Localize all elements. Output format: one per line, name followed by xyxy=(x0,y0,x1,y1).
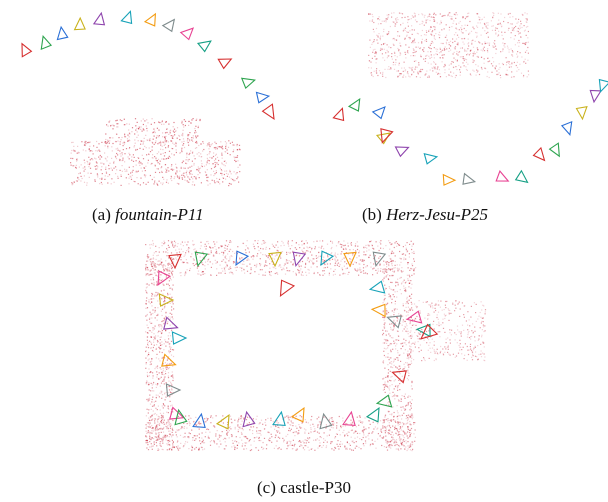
camera-frustum xyxy=(371,106,386,120)
camera-frustum xyxy=(292,251,307,267)
camera-frustum xyxy=(73,16,86,31)
camera-frustum xyxy=(157,270,172,287)
camera-frustum xyxy=(179,27,195,41)
camera-frustum xyxy=(420,323,439,340)
camera-frustum xyxy=(92,11,106,26)
herz-jesu-reconstruction-plot xyxy=(332,12,608,186)
caption-b-name: Herz-Jesu-P25 xyxy=(386,205,489,224)
camera-frustum xyxy=(372,251,387,267)
camera-frustum xyxy=(215,413,230,430)
caption-c: (c) castle-P30 xyxy=(257,478,351,498)
camera-frustum xyxy=(40,35,53,51)
camera-frustum xyxy=(255,91,271,104)
camera-frustum xyxy=(158,293,175,307)
camera-frustum xyxy=(194,251,209,267)
camera-frustum xyxy=(56,25,69,41)
castle-wall-left xyxy=(145,260,175,451)
camera-frustum xyxy=(174,408,188,426)
camera-frustum xyxy=(242,410,256,428)
caption-c-name: castle-P30 xyxy=(280,478,351,497)
camera-frustum xyxy=(391,370,407,384)
camera-frustum xyxy=(343,251,357,268)
castle-wall-right xyxy=(382,260,414,452)
fountain-reconstruction-plot xyxy=(21,10,275,187)
camera-frustum xyxy=(386,315,402,329)
camera-frustum xyxy=(268,251,282,268)
camera-frustum xyxy=(560,120,573,136)
fountain-point-cloud-basin xyxy=(70,140,241,187)
panel-c-castle xyxy=(120,230,500,475)
camera-frustum xyxy=(495,170,510,182)
camera-frustum xyxy=(192,412,206,429)
camera-frustum xyxy=(442,173,457,186)
camera-frustum xyxy=(165,383,182,397)
camera-frustum xyxy=(342,410,356,427)
camera-frustum xyxy=(332,107,345,122)
camera-frustum xyxy=(235,250,250,267)
camera-frustum xyxy=(143,12,157,27)
camera-frustum xyxy=(196,40,212,53)
camera-frustum xyxy=(462,172,477,185)
caption-b: (b) Herz-Jesu-P25 xyxy=(362,205,488,225)
camera-frustum xyxy=(589,89,602,104)
camera-frustum xyxy=(168,253,182,270)
castle-reconstruction-plot xyxy=(145,240,487,452)
panel-b-herz-jesu xyxy=(320,0,608,200)
caption-a: (a) fountain-P11 xyxy=(92,205,204,225)
camera-frustum xyxy=(532,146,546,162)
caption-a-label: (a) xyxy=(92,205,111,224)
camera-frustum xyxy=(163,316,179,330)
camera-frustum xyxy=(375,394,393,408)
camera-frustum xyxy=(598,78,608,93)
camera-frustum xyxy=(120,10,133,25)
caption-b-label: (b) xyxy=(362,205,382,224)
camera-frustum xyxy=(514,169,529,184)
caption-c-label: (c) xyxy=(257,478,276,497)
castle-tower-right xyxy=(405,300,487,362)
castle-wall-top xyxy=(145,240,417,277)
camera-frustum xyxy=(240,77,256,90)
camera-frustum xyxy=(290,406,305,423)
camera-frustum xyxy=(21,42,33,58)
camera-frustum xyxy=(217,58,233,70)
camera-frustum xyxy=(394,146,410,158)
herz-jesu-facade-cloud xyxy=(368,12,530,79)
camera-frustum xyxy=(368,280,386,294)
camera-frustum xyxy=(161,18,176,33)
camera-frustum xyxy=(320,250,335,267)
camera-frustum xyxy=(272,410,286,427)
camera-frustum xyxy=(423,152,439,165)
camera-frustum xyxy=(548,142,560,158)
castle-wall-bottom xyxy=(145,415,416,452)
camera-frustum xyxy=(370,303,386,318)
camera-frustum xyxy=(347,97,361,112)
camera-frustum xyxy=(319,412,333,430)
camera-frustum xyxy=(405,310,423,324)
camera-frustum xyxy=(380,128,394,144)
camera-frustum xyxy=(171,331,188,345)
fountain-point-cloud-top xyxy=(105,118,201,145)
panel-a-fountain xyxy=(0,0,300,200)
camera-frustum xyxy=(365,406,380,423)
caption-a-name: fountain-P11 xyxy=(115,205,204,224)
camera-frustum xyxy=(575,105,588,121)
camera-frustum xyxy=(161,353,177,367)
camera-frustum xyxy=(279,279,296,297)
camera-frustum xyxy=(261,103,275,121)
